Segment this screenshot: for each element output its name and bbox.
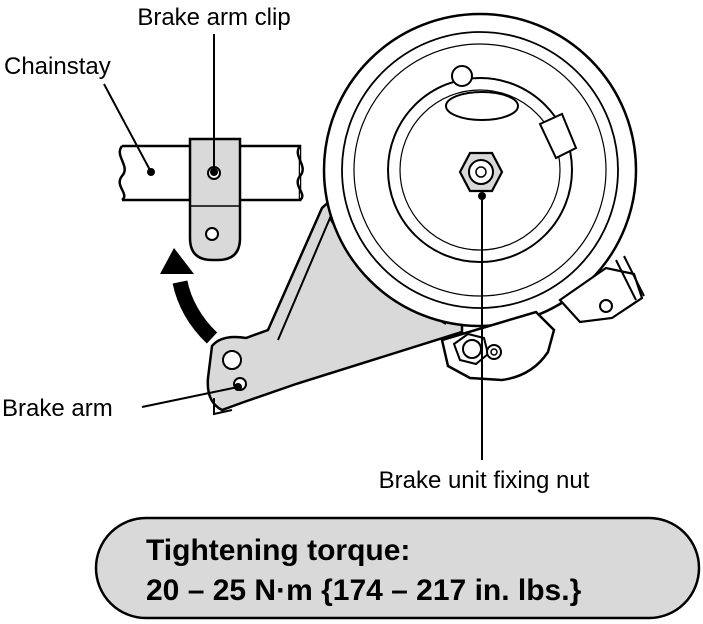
rotation-arrow	[160, 248, 218, 344]
torque-note-box	[94, 516, 701, 620]
torque-note-value: 20 – 25 N·m {174 – 217 in. lbs.}	[146, 574, 582, 607]
lower-hardware	[440, 255, 645, 382]
arm-upper-hole	[222, 350, 242, 370]
label-brake-arm: Brake arm	[2, 395, 113, 422]
torque-note-title: Tightening torque:	[146, 534, 410, 567]
label-chainstay: Chainstay	[4, 53, 111, 80]
label-brake-arm-clip: Brake arm clip	[137, 4, 290, 31]
torque-note: Tightening torque: 20 – 25 N·m {174 – 21…	[94, 516, 701, 620]
clip-lower-hole	[205, 227, 219, 241]
leader-chainstay	[103, 83, 152, 173]
brake-arm-clip	[188, 137, 242, 262]
brake-unit	[322, 12, 638, 328]
leader-brake-arm	[141, 386, 239, 408]
label-brake-unit-fixing-nut: Brake unit fixing nut	[379, 467, 590, 494]
leader-lines	[103, 34, 486, 460]
